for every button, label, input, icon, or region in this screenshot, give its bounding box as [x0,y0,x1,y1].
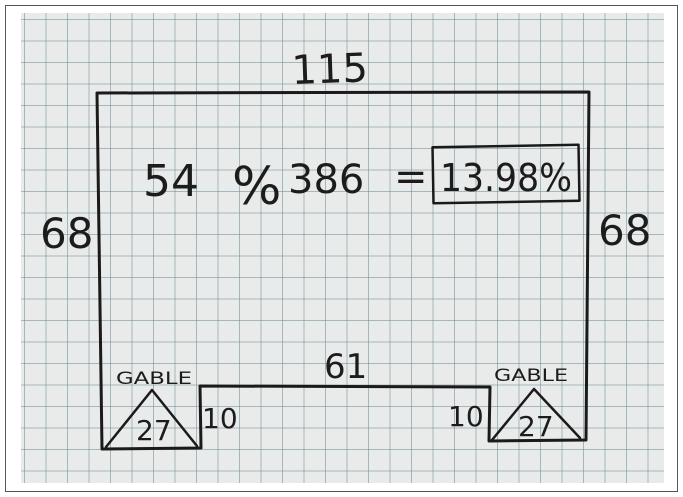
left-gable-label: GABLE [116,369,192,389]
right-side-dimension: 10 [448,400,484,433]
bottom-dimension: 61 [324,347,367,387]
calc-numerator: 54 [143,156,199,207]
calc-result: 13.98% [440,156,572,200]
top-dimension: 115 [291,45,369,94]
left-dimension: 68 [40,209,93,258]
right-gable-label: GABLE [494,366,568,386]
calc-denominator: 386 [288,157,364,203]
right-dimension: 68 [598,206,651,255]
right-gable-value: 27 [518,410,554,443]
calc-operator: % [232,157,281,217]
left-gable-value: 27 [136,414,172,447]
right-gable-triangle [490,387,582,442]
plan-outline [95,90,591,451]
left-side-dimension: 10 [202,402,238,435]
result-box [431,143,581,205]
left-gable-triangle [104,388,199,449]
calc-equals: = [394,154,428,200]
